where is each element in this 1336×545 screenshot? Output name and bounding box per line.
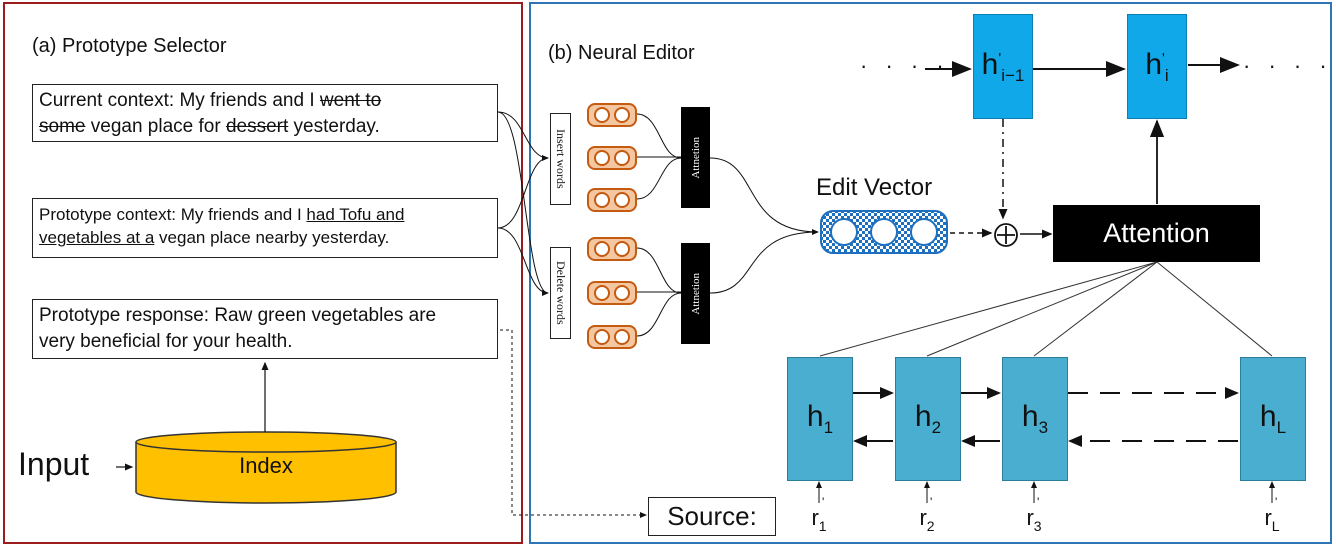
r-base: r bbox=[1026, 505, 1034, 530]
struck-text: dessert bbox=[225, 115, 289, 137]
delete-word-vector-icon bbox=[587, 281, 637, 305]
insert-word-vector-icon bbox=[587, 188, 637, 212]
token-r1: r1 bbox=[804, 505, 834, 534]
h-base: h bbox=[914, 400, 932, 433]
prototype-response-line: very beneficial for your health. bbox=[39, 330, 293, 352]
delete-word-vector-icon bbox=[587, 325, 637, 349]
decoder-state-current: h'i bbox=[1127, 14, 1187, 119]
index-database-icon bbox=[135, 431, 397, 504]
h-base: h bbox=[981, 47, 999, 81]
r-sub: L bbox=[1271, 518, 1280, 534]
h-prime: ' bbox=[1162, 49, 1165, 67]
encoder-state-1: h1 bbox=[787, 357, 853, 481]
prototype-selector-panel bbox=[3, 2, 523, 544]
attention-block: Attention bbox=[1053, 205, 1260, 262]
h-base: h bbox=[1021, 400, 1039, 433]
r-sub: 1 bbox=[818, 518, 827, 534]
edit-vector-label: Edit Vector bbox=[816, 174, 933, 201]
input-label: Input bbox=[18, 446, 90, 482]
h-sub: 1 bbox=[823, 418, 834, 437]
index-label: Index bbox=[239, 453, 293, 478]
source-box: Source: bbox=[648, 497, 776, 536]
h-sub: L bbox=[1276, 418, 1287, 437]
add-operator-icon bbox=[994, 223, 1018, 247]
r-base: r bbox=[1264, 505, 1272, 530]
prototype-response-box: Prototype response: Raw green vegetables… bbox=[32, 299, 498, 359]
token-rL: rL bbox=[1257, 505, 1287, 534]
h-sub: 2 bbox=[931, 418, 942, 437]
prototype-response-line: Prototype response: Raw green vegetables… bbox=[39, 305, 437, 326]
ellipsis-right: · · · · bbox=[1243, 53, 1333, 78]
delete-words-label: Delete words bbox=[554, 261, 568, 325]
struck-text: some bbox=[39, 115, 86, 137]
r-prime: ' bbox=[822, 495, 825, 509]
delete-word-vector-icon bbox=[587, 237, 637, 261]
context-text: vegan place nearby yesterday. bbox=[154, 227, 390, 247]
underlined-text: had Tofu and bbox=[306, 205, 405, 224]
current-context-label: Current context: My friends and I bbox=[39, 90, 320, 111]
h-prime: ' bbox=[998, 49, 1002, 67]
encoder-state-2: h2 bbox=[895, 357, 961, 481]
neural-editor-title: (b) Neural Editor bbox=[548, 42, 695, 64]
prototype-context-box: Prototype context: My friends and I had … bbox=[32, 198, 498, 258]
prototype-context-label: Prototype context: My friends and I bbox=[39, 205, 307, 224]
h-base: h bbox=[806, 400, 824, 433]
delete-attention-block: Attnetion bbox=[681, 243, 710, 344]
r-base: r bbox=[811, 505, 819, 530]
context-text: vegan place for bbox=[85, 115, 226, 137]
encoder-state-L: hL bbox=[1240, 357, 1306, 481]
token-r2: r2 bbox=[912, 505, 942, 534]
h-base: h bbox=[1259, 400, 1277, 433]
h-sub: i−1 bbox=[1001, 65, 1025, 85]
r-sub: 2 bbox=[926, 518, 935, 534]
delete-words-box: Delete words bbox=[550, 247, 571, 339]
insert-word-vector-icon bbox=[587, 146, 637, 170]
insert-attention-block: Attnetion bbox=[681, 107, 710, 208]
underlined-text: vegetables at a bbox=[39, 227, 155, 247]
r-sub: 3 bbox=[1033, 518, 1042, 534]
r-base: r bbox=[919, 505, 927, 530]
h-sub: 3 bbox=[1038, 418, 1049, 437]
edit-vector-icon bbox=[820, 210, 948, 254]
insert-words-label: Insert words bbox=[554, 129, 568, 189]
decoder-state-prev: h'i−1 bbox=[973, 14, 1033, 119]
context-text: yesterday. bbox=[288, 115, 380, 137]
r-prime: ' bbox=[930, 495, 933, 509]
h-sub: i bbox=[1164, 65, 1169, 85]
token-r3: r3 bbox=[1019, 505, 1049, 534]
prototype-selector-title: (a) Prototype Selector bbox=[32, 35, 227, 57]
ellipsis-left: · · · · bbox=[860, 53, 950, 78]
insert-word-vector-icon bbox=[587, 103, 637, 127]
struck-text: went to bbox=[319, 90, 382, 111]
h-base: h bbox=[1145, 47, 1163, 81]
insert-words-box: Insert words bbox=[550, 113, 571, 205]
current-context-box: Current context: My friends and I went t… bbox=[32, 84, 498, 142]
encoder-state-3: h3 bbox=[1002, 357, 1068, 481]
r-prime: ' bbox=[1275, 495, 1278, 509]
r-prime: ' bbox=[1037, 495, 1040, 509]
